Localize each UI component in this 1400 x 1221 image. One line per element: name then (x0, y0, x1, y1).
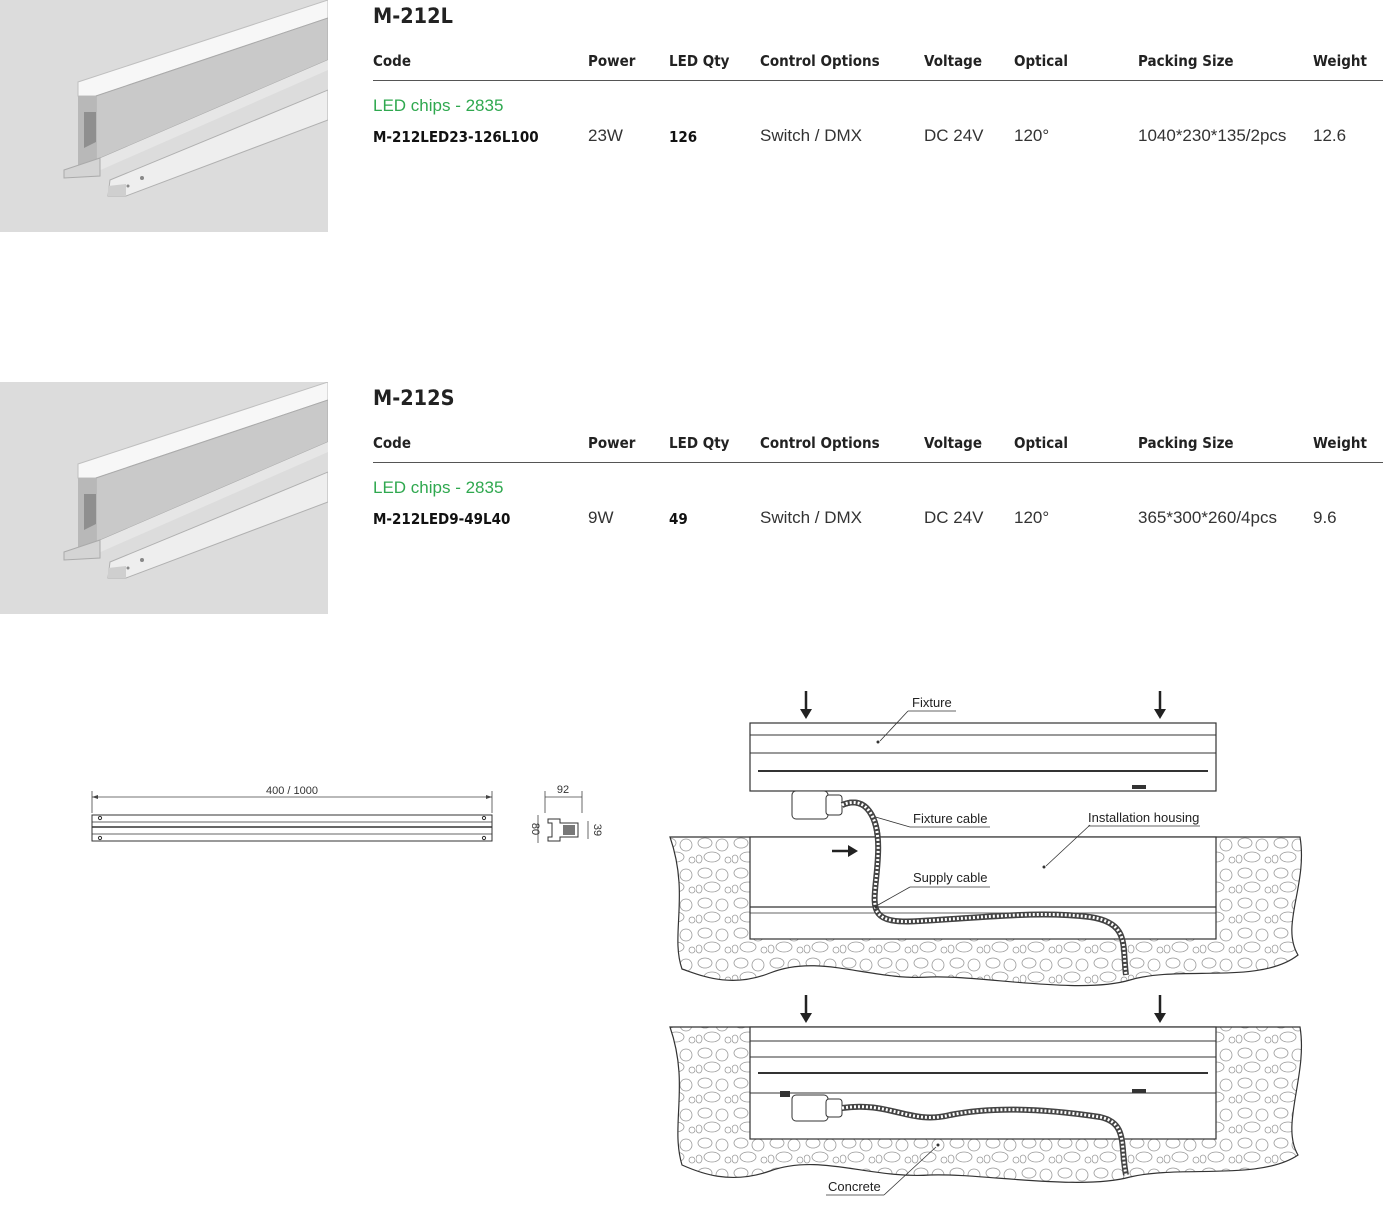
length-dimension-label: 400 / 1000 (266, 785, 318, 797)
cell-led-qty: 126 (669, 128, 698, 146)
arrow-down-icon (1154, 995, 1166, 1023)
installation-diagram: Fixture Fixture cable Installation housi… (669, 691, 1302, 1196)
concrete-label: Concrete (828, 1179, 881, 1194)
arrow-down-icon (1154, 691, 1166, 719)
col-header-power: Power (588, 52, 636, 70)
width-dimension-label: 92 (557, 784, 569, 796)
inner-height-dimension-label: 39 (591, 824, 603, 836)
col-header-optical: Optical (1014, 434, 1068, 452)
col-header-voltage: Voltage (924, 434, 983, 452)
col-header-optical: Optical (1014, 52, 1068, 70)
led-chips-label: LED chips - 2835 (373, 478, 504, 497)
col-header-weight: Weight (1313, 52, 1367, 70)
cell-power: 9W (588, 508, 614, 527)
cell-weight: 9.6 (1313, 508, 1337, 527)
cell-optical: 120° (1014, 508, 1050, 527)
linear-light-image (0, 0, 328, 232)
col-header-code: Code (373, 434, 412, 452)
arrow-down-icon (800, 995, 812, 1023)
col-header-control: Control Options (760, 52, 880, 70)
col-header-power: Power (588, 434, 636, 452)
installed-fixture (749, 1026, 1217, 1140)
cell-led-qty: 49 (669, 510, 688, 528)
cell-voltage: DC 24V (924, 508, 984, 527)
cell-weight: 12.6 (1313, 126, 1347, 145)
header-divider (373, 462, 1383, 463)
height-dimension-label: 80 (529, 823, 541, 835)
product-title: M-212S (373, 386, 455, 410)
cell-packing: 1040*230*135/2pcs (1138, 126, 1287, 145)
col-header-packing: Packing Size (1138, 52, 1234, 70)
fixture-body (749, 722, 1217, 792)
col-header-packing: Packing Size (1138, 434, 1234, 452)
fixture-label: Fixture (912, 695, 952, 710)
product-photo-m212s (0, 382, 328, 614)
arrow-right-icon (832, 845, 858, 857)
col-header-weight: Weight (1313, 434, 1367, 452)
col-header-led-qty: LED Qty (669, 434, 730, 452)
cell-optical: 120° (1014, 126, 1050, 145)
cell-code: M-212LED9-49L40 (373, 510, 511, 528)
col-header-control: Control Options (760, 434, 880, 452)
cell-packing: 365*300*260/4pcs (1138, 508, 1277, 527)
connector-icon (791, 1094, 829, 1122)
arrow-down-icon (800, 691, 812, 719)
fixture-cable-label: Fixture cable (913, 811, 987, 826)
header-divider (373, 80, 1383, 81)
product-photo-m212l (0, 0, 328, 232)
cell-power: 23W (588, 126, 623, 145)
installation-housing (749, 836, 1217, 940)
cell-control: Switch / DMX (760, 126, 863, 145)
col-header-code: Code (373, 52, 412, 70)
installation-housing-label: Installation housing (1088, 810, 1199, 825)
led-chips-label: LED chips - 2835 (373, 96, 504, 115)
connector-icon (791, 790, 829, 820)
supply-cable-label: Supply cable (913, 870, 987, 885)
col-header-voltage: Voltage (924, 52, 983, 70)
linear-light-image (0, 382, 328, 614)
cell-control: Switch / DMX (760, 508, 863, 527)
dimension-drawing: 400 / 1000 92 80 39 (91, 784, 603, 843)
col-header-led-qty: LED Qty (669, 52, 730, 70)
product-title: M-212L (373, 4, 453, 28)
cell-voltage: DC 24V (924, 126, 984, 145)
cell-code: M-212LED23-126L100 (373, 128, 539, 146)
